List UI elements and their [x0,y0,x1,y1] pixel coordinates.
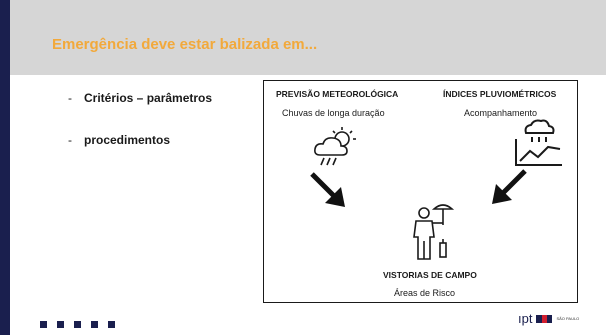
title-band [10,0,606,75]
progress-dot [108,321,115,328]
progress-dot [57,321,64,328]
bullet-text: procedimentos [84,133,171,147]
field-subtitle: Áreas de Risco [394,288,456,298]
government-seal-text: SÃO PAULO [556,315,580,321]
bullet-item: - procedimentos [68,132,212,148]
field-inspector-umbrella-icon [410,201,456,261]
emergency-diagram: PREVISÃO METEOROLÓGICA Chuvas de longa d… [263,80,578,303]
slide-title: Emergência deve estar balizada em... [52,36,318,53]
arrow-down-right-icon [309,171,349,211]
field-title: VISTORIAS DE CAMPO [383,270,477,280]
rain-gauge-chart-icon [514,117,564,167]
bullet-list: - Critérios – parâmetros - procedimentos [68,90,212,174]
arrow-down-left-icon [488,168,528,208]
forecast-subtitle: Chuvas de longa duração [282,108,385,118]
progress-dot [74,321,81,328]
forecast-title: PREVISÃO METEOROLÓGICA [276,89,399,99]
progress-dot [40,321,47,328]
rain-index-title: ÍNDICES PLUVIOMÉTRICOS [443,89,557,99]
bullet-text: Critérios – parâmetros [84,91,213,105]
ipt-logo-text: ıpt [518,311,533,326]
rain-sun-cloud-icon [312,125,358,167]
left-accent-bar [0,0,10,335]
ipt-logo: ıpt SÃO PAULO [518,311,579,326]
rain-index-subtitle: Acompanhamento [464,108,538,118]
sao-paulo-flag-icon [536,314,553,323]
bullet-dash: - [68,91,72,105]
progress-dot [91,321,98,328]
bullet-item: - Critérios – parâmetros [68,90,212,106]
slide-progress-dots [40,321,115,328]
bullet-dash: - [68,133,72,147]
